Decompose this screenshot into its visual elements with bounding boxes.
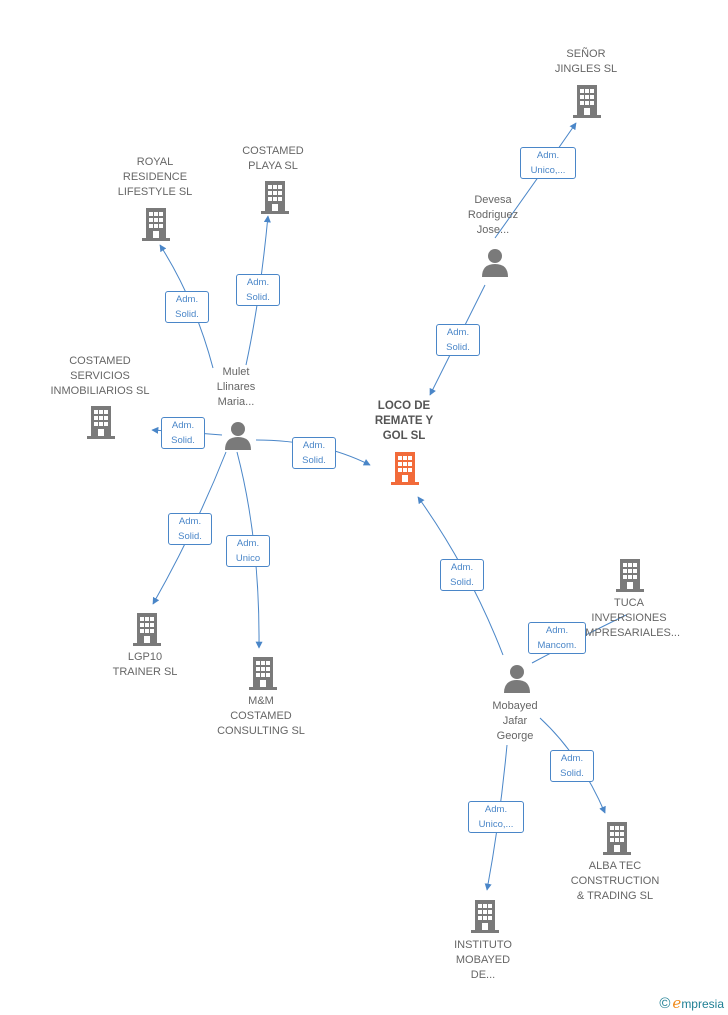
building-icon[interactable] [85, 404, 117, 445]
relation-badge-mulet-lgp10[interactable]: Adm. Solid. [168, 513, 212, 545]
person-devesa-label[interactable]: Devesa Rodriguez Jose... [467, 194, 519, 236]
company-costamed-playa-label[interactable]: COSTAMED PLAYA SL [242, 145, 304, 172]
relation-badge-mobayed-tuca[interactable]: Adm. Mancom. [528, 622, 586, 654]
building-icon[interactable] [389, 450, 421, 491]
person-mobayed-label[interactable]: Mobayed Jafar George [492, 700, 538, 742]
company-senor-jingles-label[interactable]: SEÑOR JINGLES SL [554, 48, 618, 75]
company-alba-tec-label[interactable]: ALBA TEC CONSTRUCTION & TRADING SL [570, 860, 660, 902]
company-royal-residence-label[interactable]: ROYAL RESIDENCE LIFESTYLE SL [117, 156, 193, 198]
company-instituto-mobayed-label[interactable]: INSTITUTO MOBAYED DE... [454, 939, 512, 981]
relation-badge-mobayed-main[interactable]: Adm. Solid. [440, 559, 484, 591]
building-icon[interactable] [131, 611, 163, 652]
building-icon[interactable] [469, 898, 501, 939]
building-icon[interactable] [601, 820, 633, 861]
copyright-icon: © [659, 995, 671, 1012]
company-costamed-servicios-label[interactable]: COSTAMED SERVICIOS INMOBILIARIOS SL [50, 355, 150, 397]
relation-badge-mulet-main[interactable]: Adm. Solid. [292, 437, 336, 469]
building-icon[interactable] [247, 655, 279, 696]
person-icon[interactable] [502, 663, 532, 698]
relation-badge-mobayed-instituto[interactable]: Adm. Unico,... [468, 801, 524, 833]
person-mulet-label[interactable]: Mulet Llinares Maria... [216, 366, 256, 408]
relation-badge-devesa-main[interactable]: Adm. Solid. [436, 324, 480, 356]
relation-badge-mulet-playa[interactable]: Adm. Solid. [236, 274, 280, 306]
relation-badge-devesa-senor[interactable]: Adm. Unico,... [520, 147, 576, 179]
relation-badge-mulet-mm[interactable]: Adm. Unico [226, 535, 270, 567]
relation-badge-mulet-servicios[interactable]: Adm. Solid. [161, 417, 205, 449]
person-icon[interactable] [480, 247, 510, 282]
brand-logo: ©empresia [659, 994, 724, 1012]
company-tuca-label[interactable]: TUCA INVERSIONES EMPRESARIALES... [577, 597, 681, 639]
relation-badge-mobayed-alba[interactable]: Adm. Solid. [550, 750, 594, 782]
brand-name: mpresia [681, 997, 724, 1011]
main-company-label[interactable]: LOCO DE REMATE Y GOL SL [374, 400, 434, 442]
person-icon[interactable] [223, 420, 253, 455]
building-icon[interactable] [571, 83, 603, 124]
building-icon[interactable] [614, 557, 646, 598]
building-icon[interactable] [259, 179, 291, 220]
brand-initial: e [672, 994, 682, 1012]
building-icon[interactable] [140, 206, 172, 247]
company-mm-costamed-label[interactable]: M&M COSTAMED CONSULTING SL [217, 695, 305, 737]
relation-badge-mulet-royal[interactable]: Adm. Solid. [165, 291, 209, 323]
company-lgp10-label[interactable]: LGP10 TRAINER SL [112, 651, 178, 678]
